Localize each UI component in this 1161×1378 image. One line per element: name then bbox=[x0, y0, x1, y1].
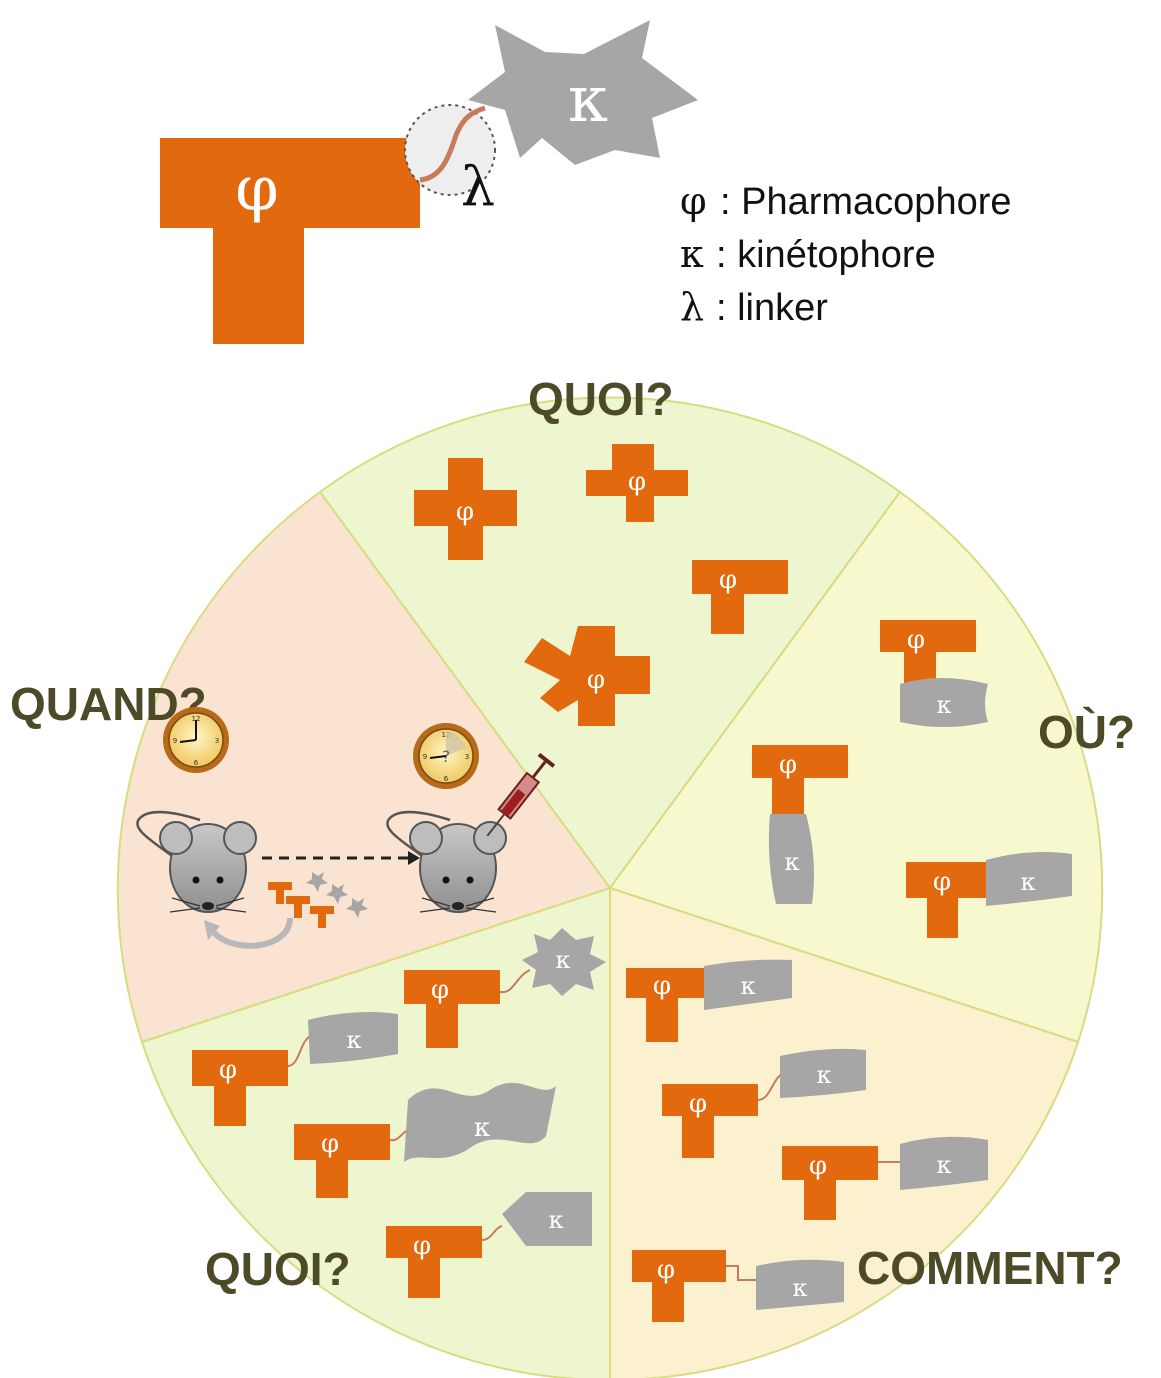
phi-symbol: φ bbox=[456, 497, 474, 527]
cross-pharmacophore-2 bbox=[586, 444, 688, 522]
legend-kinetophore-label: : kinétophore bbox=[716, 234, 936, 276]
dashed-arrow-icon bbox=[262, 851, 420, 865]
phi-symbol: φ bbox=[719, 565, 737, 595]
kappa-symbol: κ bbox=[556, 946, 571, 974]
clock-icon: 12 3 6 9 bbox=[163, 707, 229, 773]
kappa-symbol: κ bbox=[937, 691, 952, 719]
main-kappa-symbol: κ bbox=[568, 63, 608, 137]
clock-numeral: 3 bbox=[465, 753, 469, 761]
kappa-blob bbox=[308, 1012, 398, 1064]
mini-compounds bbox=[268, 872, 368, 928]
legend: φ : Pharmacophore κ : kinétophore λ : li… bbox=[680, 179, 1012, 329]
kappa-blob bbox=[900, 1136, 988, 1190]
t-pharmacophore bbox=[626, 968, 704, 1042]
linker-line bbox=[499, 969, 531, 994]
linker-line bbox=[419, 105, 486, 183]
linker-line bbox=[481, 1225, 503, 1241]
kappa-blob bbox=[756, 1259, 844, 1310]
main-pharmacophore-shape bbox=[160, 138, 420, 344]
quoi-bottom-constructs: φ κ φ κ φ κ φ κ bbox=[192, 928, 606, 1298]
legend-pharmacophore-label: : Pharmacophore bbox=[720, 181, 1012, 223]
kappa-symbol: κ bbox=[793, 1274, 808, 1302]
clock-numeral: 6 bbox=[194, 759, 199, 767]
clock-icon: 12 3 6 9 ? bbox=[413, 723, 479, 789]
clock-numeral: 3 bbox=[215, 737, 219, 745]
label-quoi-top: QUOI? bbox=[528, 373, 674, 425]
phi-symbol: φ bbox=[587, 665, 605, 695]
kappa-symbol: κ bbox=[549, 1206, 564, 1234]
t-pharmacophore-1 bbox=[692, 560, 788, 634]
t-pharmacophore bbox=[880, 620, 976, 698]
t-pharmacophore bbox=[386, 1226, 482, 1298]
mouse-icon bbox=[386, 810, 507, 913]
clock-numeral: 6 bbox=[444, 775, 449, 783]
label-quoi-bottom: QUOI? bbox=[205, 1243, 351, 1295]
cycle-arrow-icon bbox=[204, 917, 293, 949]
kappa-symbol: κ bbox=[1021, 868, 1036, 896]
kappa-blob bbox=[704, 959, 792, 1010]
phi-symbol: φ bbox=[219, 1055, 237, 1085]
quoi-top-pharmacophores: φ φ φ φ bbox=[414, 444, 788, 726]
phi-symbol: φ bbox=[321, 1129, 339, 1159]
phi-symbol: φ bbox=[628, 467, 646, 497]
phi-symbol: φ bbox=[413, 1231, 431, 1261]
phi-symbol: φ bbox=[907, 625, 925, 655]
kappa-arrow-shape bbox=[502, 1192, 592, 1246]
t-pharmacophore bbox=[404, 970, 500, 1048]
phi-symbol: φ bbox=[933, 867, 951, 897]
t-pharmacophore bbox=[752, 745, 848, 818]
kappa-symbol: κ bbox=[937, 1151, 952, 1179]
legend-linker-label: : linker bbox=[716, 287, 828, 329]
kappa-symbol: κ bbox=[741, 972, 756, 1000]
sector-ou bbox=[608, 490, 1104, 1044]
kappa-wave bbox=[404, 1082, 556, 1162]
t-pharmacophore bbox=[632, 1250, 726, 1322]
main-phi-symbol: φ bbox=[235, 152, 278, 225]
phi-symbol: φ bbox=[431, 975, 449, 1005]
kappa-blob bbox=[900, 678, 988, 727]
t-pharmacophore bbox=[294, 1124, 390, 1198]
phi-symbol: φ bbox=[809, 1151, 827, 1181]
phi-symbol: φ bbox=[653, 971, 671, 1001]
main-lambda-symbol: λ bbox=[461, 156, 495, 219]
kappa-symbol: κ bbox=[474, 1113, 490, 1143]
kappa-symbol: κ bbox=[347, 1026, 362, 1054]
syringe-icon bbox=[486, 752, 556, 837]
phi-symbol: φ bbox=[689, 1089, 707, 1119]
kappa-star bbox=[522, 928, 606, 996]
y-pharmacophore bbox=[524, 626, 650, 726]
linker-line bbox=[757, 1073, 783, 1101]
t-pharmacophore bbox=[782, 1146, 878, 1220]
kappa-blob bbox=[768, 814, 814, 904]
phi-symbol: φ bbox=[779, 750, 797, 780]
cross-pharmacophore-1 bbox=[414, 458, 517, 560]
legend-kappa: κ bbox=[680, 232, 704, 276]
legend-phi: φ bbox=[680, 179, 707, 223]
linker-line bbox=[726, 1265, 756, 1281]
t-pharmacophore bbox=[192, 1050, 288, 1126]
clock-numeral: 9 bbox=[173, 737, 177, 745]
legend-lambda: λ bbox=[680, 285, 704, 329]
clock-numeral: 12 bbox=[192, 715, 201, 723]
kappa-blob bbox=[780, 1048, 866, 1098]
clock-numeral: 9 bbox=[423, 753, 427, 761]
t-pharmacophore bbox=[662, 1084, 758, 1158]
comment-constructs: φ κ φ κ φ κ φ κ bbox=[626, 959, 988, 1322]
kappa-symbol: κ bbox=[785, 848, 800, 876]
kappa-symbol: κ bbox=[817, 1061, 832, 1089]
quand-scene: 12 3 6 9 12 3 6 9 ? bbox=[136, 707, 556, 949]
kappa-blob bbox=[986, 852, 1072, 906]
mouse-icon bbox=[136, 810, 257, 913]
sector-comment bbox=[609, 886, 1080, 1378]
main-molecule: φ λ κ bbox=[160, 20, 698, 344]
label-comment: COMMENT? bbox=[857, 1242, 1123, 1294]
phi-symbol: φ bbox=[657, 1255, 675, 1285]
label-ou: OÙ? bbox=[1038, 706, 1135, 758]
t-pharmacophore bbox=[906, 862, 988, 938]
ou-constructs: φ κ φ κ φ κ bbox=[752, 620, 1072, 938]
main-kinetophore-star bbox=[468, 20, 698, 165]
sector-quand bbox=[116, 490, 612, 1044]
